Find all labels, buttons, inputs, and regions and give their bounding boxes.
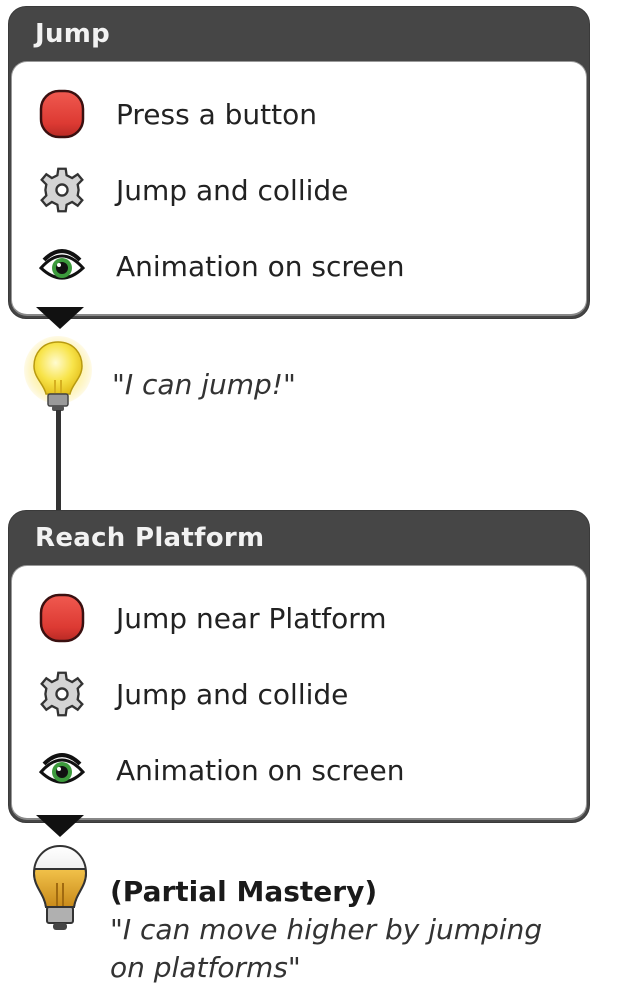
outcome-quote: "I can jump!" xyxy=(112,368,296,401)
card-title: Jump xyxy=(35,19,111,49)
item-label: Jump near Platform xyxy=(116,601,387,635)
card-body: Jump near Platform Jump and collide Anim… xyxy=(11,565,587,820)
flow-connector xyxy=(56,410,61,524)
item-label: Jump and collide xyxy=(116,677,349,711)
item-label: Animation on screen xyxy=(116,249,405,283)
card-jump: Jump Press a button Jump and collide Ani… xyxy=(8,6,590,319)
lightbulb-half-icon xyxy=(28,843,92,939)
outcome-quote-continued: on platforms" xyxy=(110,951,301,984)
card-reach-platform: Reach Platform Jump near Platform Jump a… xyxy=(8,510,590,823)
item-label: Jump and collide xyxy=(116,173,349,207)
mastery-status: (Partial Mastery) xyxy=(110,875,378,908)
item-label: Press a button xyxy=(116,97,318,131)
flow-arrow xyxy=(36,307,84,329)
list-item: Animation on screen xyxy=(12,732,586,808)
list-item: Animation on screen xyxy=(12,228,586,304)
item-label: Animation on screen xyxy=(116,753,405,787)
eye-icon xyxy=(34,238,90,294)
gear-icon xyxy=(34,666,90,722)
list-item: Jump and collide xyxy=(12,656,586,732)
lightbulb-lit-icon xyxy=(12,328,102,428)
list-item: Press a button xyxy=(12,76,586,152)
red-button-icon xyxy=(34,590,90,646)
flow-arrow xyxy=(36,815,84,837)
eye-icon xyxy=(34,742,90,798)
card-title: Reach Platform xyxy=(35,523,265,553)
list-item: Jump near Platform xyxy=(12,580,586,656)
list-item: Jump and collide xyxy=(12,152,586,228)
red-button-icon xyxy=(34,86,90,142)
outcome-quote: "I can move higher by jumping xyxy=(110,913,543,946)
card-body: Press a button Jump and collide Animatio… xyxy=(11,61,587,316)
gear-icon xyxy=(34,162,90,218)
